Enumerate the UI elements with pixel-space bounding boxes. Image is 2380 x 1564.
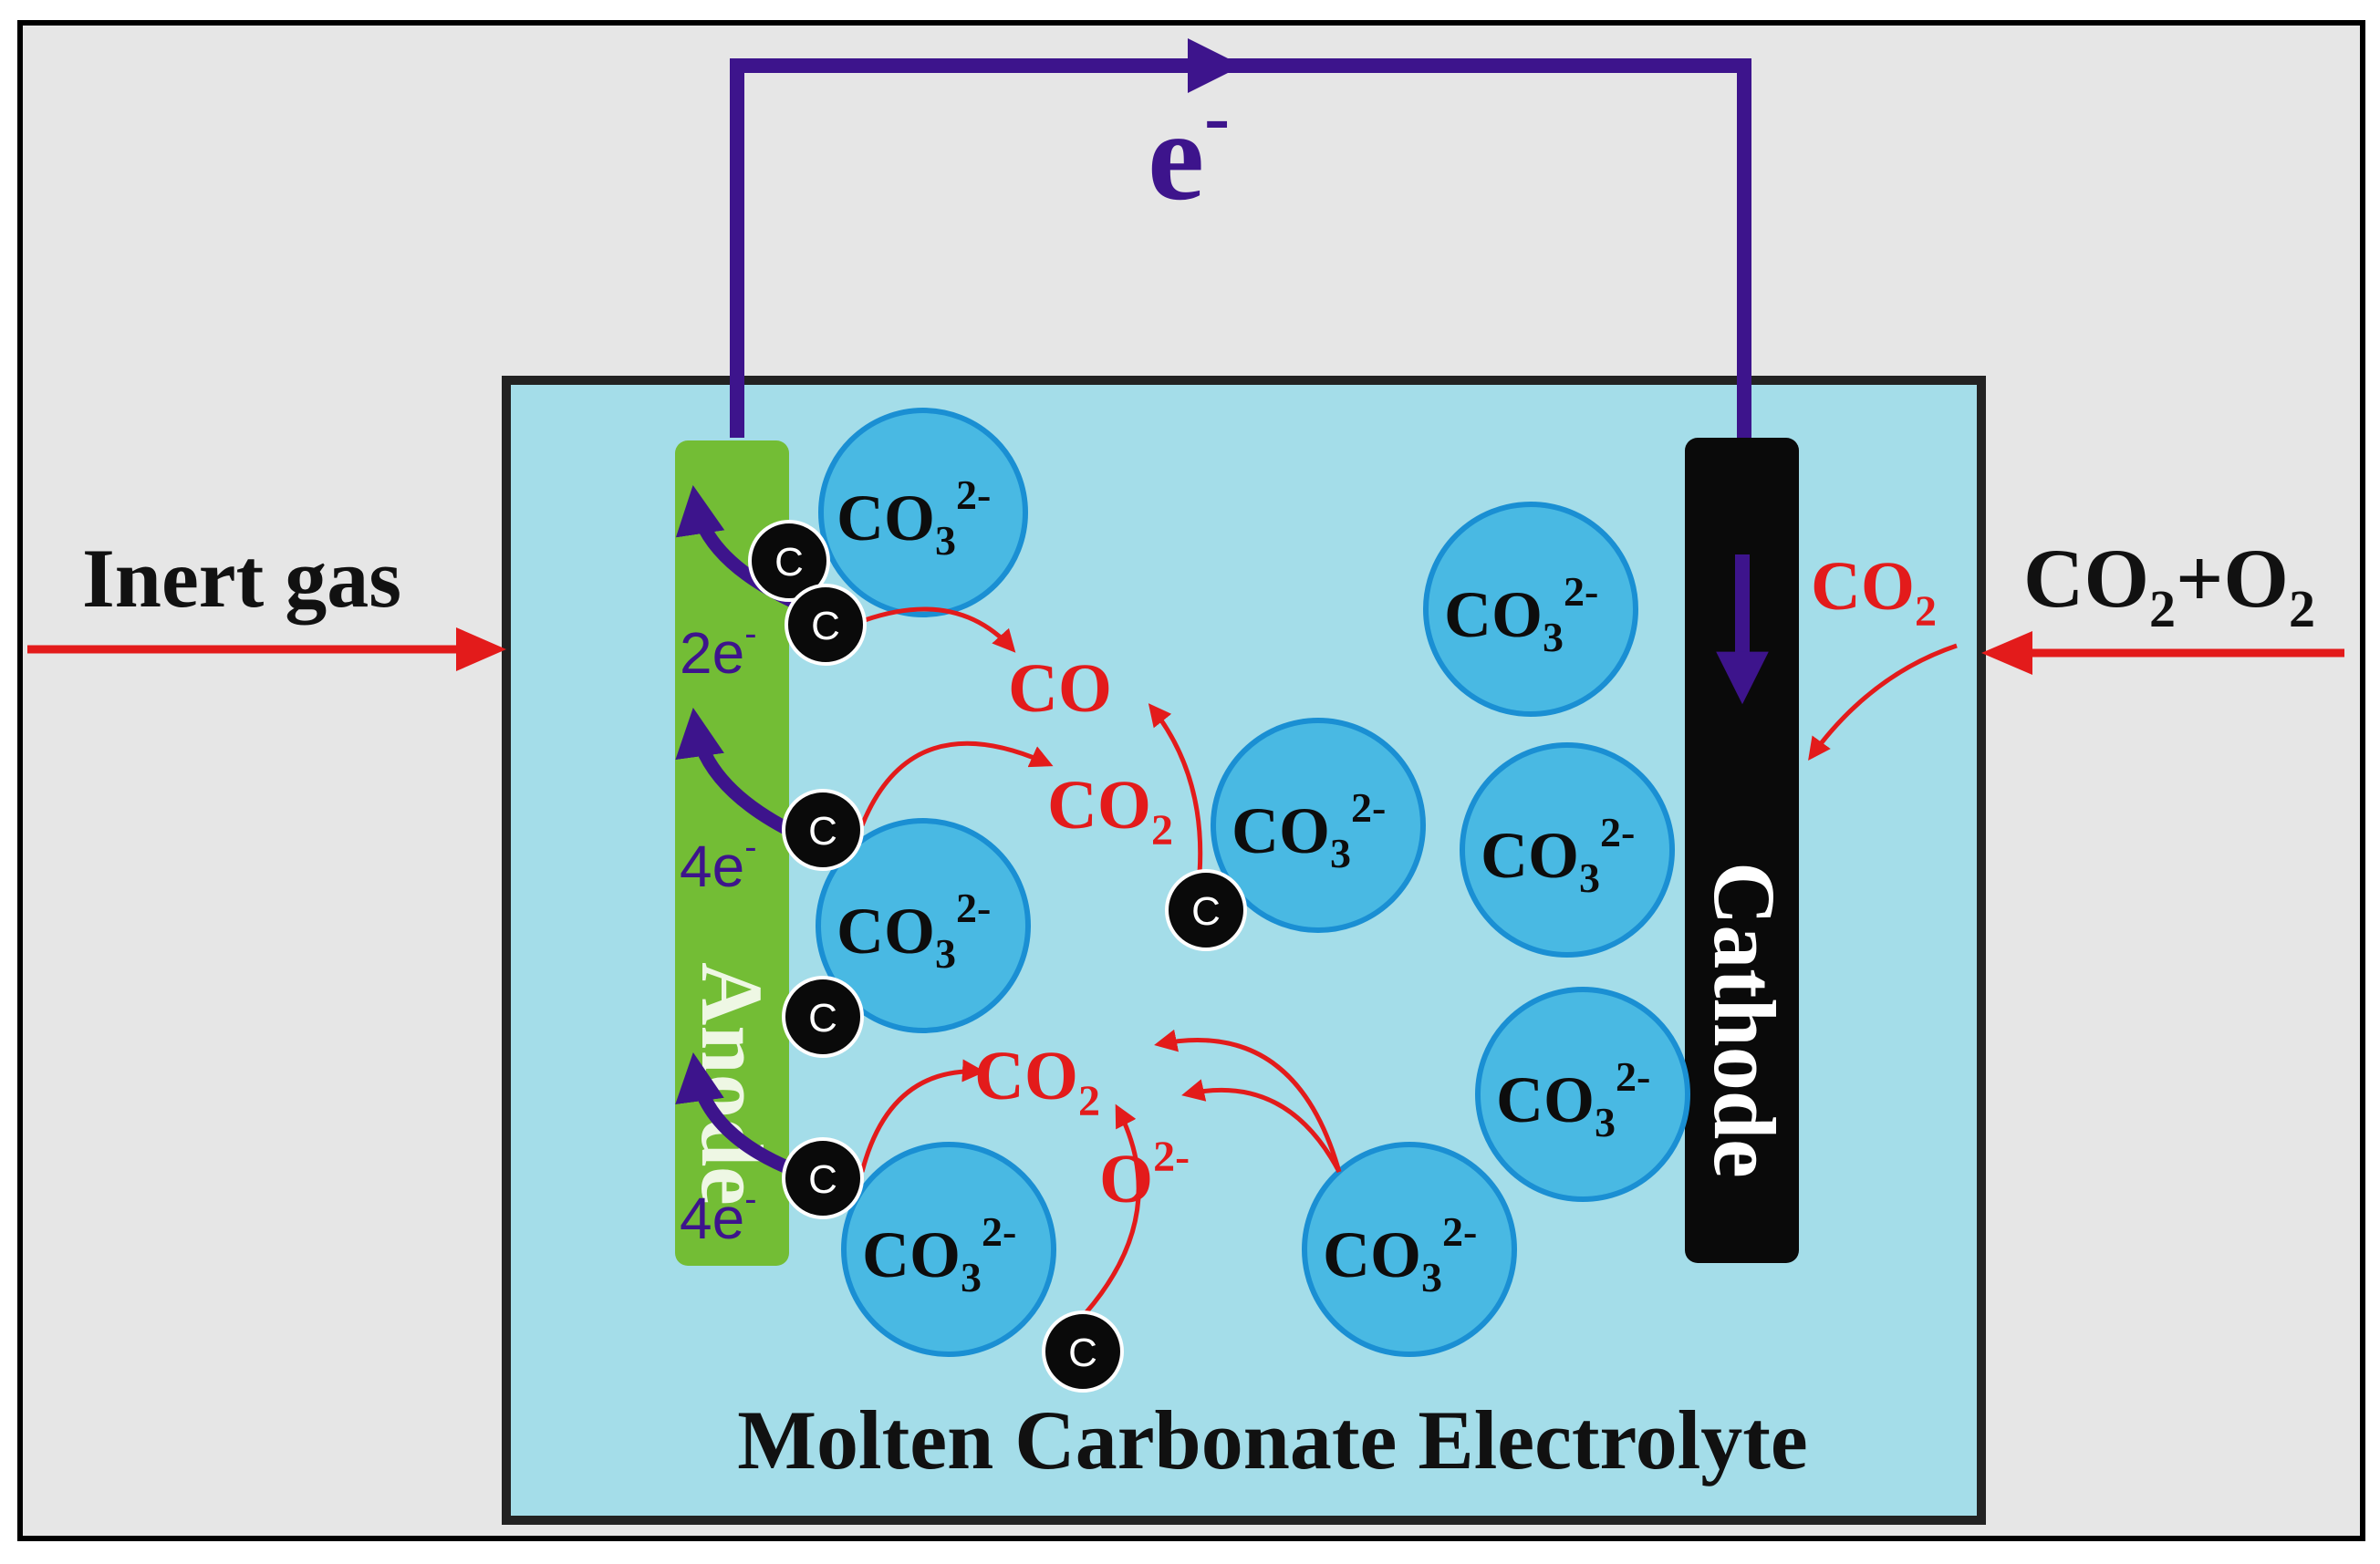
oxide-ion-label: O2- (1099, 1133, 1190, 1217)
electron-transfer-label: 4e- (680, 1179, 757, 1251)
cathode-electrode (1685, 438, 1799, 1263)
carbon-particle: C (782, 1137, 864, 1219)
svg-text:CO32-: CO32- (837, 885, 991, 977)
carbonate-ion: CO32- (1423, 502, 1638, 717)
svg-text:C: C (1191, 889, 1221, 934)
svg-text:C: C (808, 809, 837, 854)
carbon-particle: C (782, 976, 864, 1058)
svg-text:CO32-: CO32- (1323, 1208, 1477, 1300)
svg-text:CO32-: CO32- (1496, 1053, 1650, 1145)
svg-text:C: C (808, 1157, 837, 1202)
carbonate-ion: CO32- (1302, 1142, 1517, 1357)
co-product-label: CO (1008, 650, 1112, 727)
svg-text:C: C (811, 604, 840, 648)
carbon-particle: C (748, 520, 830, 602)
carbonate-ion: CO32- (818, 408, 1028, 617)
svg-text:CO32-: CO32- (1481, 809, 1635, 901)
oxidant-label: CO2+O2 (2023, 532, 2315, 638)
carbon-particle: C (1165, 869, 1247, 951)
svg-text:C: C (1068, 1331, 1097, 1375)
co2-product-label: CO2 (1047, 767, 1173, 855)
svg-text:CO32-: CO32- (1444, 568, 1598, 660)
reaction-arrows (859, 606, 1958, 1315)
svg-text:CO32-: CO32- (862, 1208, 1016, 1300)
carbonate-ions: CO32- CO32- CO32- CO32- CO32- CO32- CO32… (816, 408, 1690, 1357)
cathode-label: Cathode (1696, 862, 1793, 1178)
carbon-particle: C (1042, 1310, 1124, 1393)
carbonate-ion: CO32- (1211, 718, 1426, 933)
carbon-particles: C C C C C C C (748, 520, 1247, 1393)
svg-text:C: C (774, 540, 804, 585)
electron-transfer-label: 4e- (680, 827, 757, 899)
carbonate-ion: CO32- (1460, 742, 1675, 958)
electron-label: e- (1148, 75, 1230, 227)
svg-text:CO32-: CO32- (1232, 784, 1386, 876)
carbon-particle: C (782, 789, 864, 871)
carbon-particle: C (785, 584, 867, 666)
inert-gas-label: Inert gas (82, 532, 401, 625)
electron-transfer-label: 2e- (680, 614, 757, 686)
svg-text:C: C (808, 996, 837, 1041)
svg-text:CO32-: CO32- (837, 471, 991, 564)
co2-product-label: CO2 (974, 1038, 1100, 1125)
cathode-co2-label: CO2 (1811, 548, 1937, 636)
carbonate-ion: CO32- (1475, 987, 1690, 1202)
carbonate-ion: CO32- (841, 1142, 1056, 1357)
oxidant-arrowhead (1981, 631, 2032, 675)
carbonate-ion: CO32- (816, 818, 1031, 1033)
inert-gas-arrowhead (456, 627, 506, 671)
electrolyte-label: Molten Carbonate Electrolyte (737, 1393, 1808, 1486)
electron-flow-arrowhead (1188, 38, 1242, 93)
